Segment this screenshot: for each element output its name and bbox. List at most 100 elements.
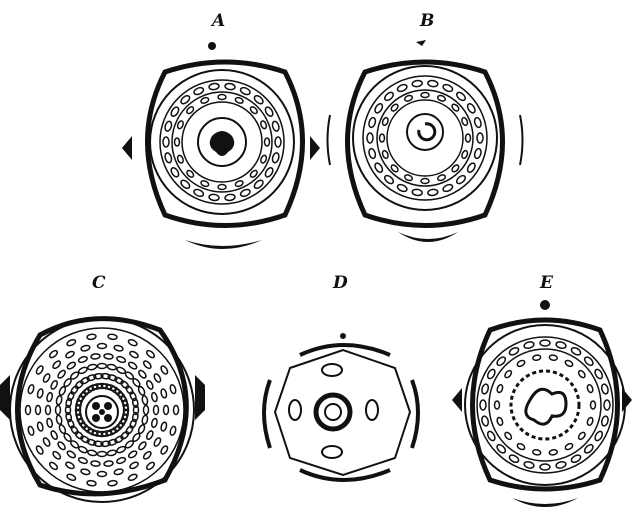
anther: [128, 339, 138, 347]
anther: [129, 350, 139, 359]
anther: [138, 441, 148, 451]
anther: [486, 430, 496, 442]
anther: [87, 480, 97, 486]
anther: [396, 83, 408, 93]
anther: [481, 415, 489, 426]
anther: [404, 174, 413, 182]
anther: [104, 353, 114, 359]
anther: [145, 430, 154, 440]
anther: [98, 452, 107, 457]
anther: [37, 422, 44, 432]
anther: [107, 364, 117, 371]
anther: [200, 180, 209, 188]
anther: [564, 359, 573, 367]
anther: [177, 120, 185, 129]
panel-e: E: [452, 273, 632, 507]
anther: [160, 365, 169, 375]
anther: [52, 450, 62, 460]
anther: [164, 406, 169, 415]
anther: [74, 430, 84, 440]
anther: [496, 417, 503, 426]
anther: [383, 174, 394, 185]
placenta: [325, 404, 341, 420]
panel-a: A: [122, 11, 320, 249]
anther: [78, 366, 88, 374]
axis-dot: [208, 42, 216, 50]
anther: [35, 445, 44, 455]
inner-whorl: [377, 90, 473, 186]
stamen-whorl: [477, 337, 613, 473]
anther: [65, 350, 75, 359]
anther: [275, 137, 281, 147]
anther: [46, 406, 51, 415]
panel-b: B: [328, 11, 523, 242]
anther: [225, 83, 236, 90]
panel-d-label: D: [332, 273, 348, 293]
anther: [516, 359, 525, 367]
anther: [455, 174, 466, 185]
anther: [209, 194, 220, 201]
anther: [142, 450, 152, 460]
anther: [153, 373, 162, 383]
anther: [442, 83, 454, 93]
anther: [125, 425, 134, 435]
anther: [128, 473, 138, 481]
panel-c: C: [0, 273, 205, 502]
anther: [78, 457, 88, 465]
anther: [481, 383, 489, 394]
anther: [57, 441, 67, 451]
anther: [65, 461, 75, 470]
anther: [87, 364, 97, 371]
anther: [98, 472, 107, 477]
anther: [461, 150, 469, 159]
anther: [137, 386, 145, 396]
anther: [604, 400, 610, 410]
anther: [27, 384, 34, 394]
anther: [174, 406, 179, 415]
anther: [129, 461, 139, 470]
anther: [169, 384, 176, 394]
calyx-outline: [348, 62, 503, 226]
petal-right: [366, 400, 378, 420]
anther: [381, 117, 389, 126]
anther: [42, 437, 51, 447]
anther: [74, 380, 84, 390]
placenta: [419, 124, 435, 140]
anther: [570, 454, 582, 464]
anther: [555, 461, 566, 469]
anther: [27, 426, 34, 436]
anther: [412, 80, 423, 87]
anther: [154, 406, 159, 415]
petal-bottom: [322, 446, 342, 458]
anther: [412, 189, 423, 196]
anther: [36, 406, 41, 415]
axis-dot: [340, 333, 346, 339]
anther: [495, 401, 500, 409]
anther: [42, 373, 51, 383]
anther: [175, 138, 180, 146]
anther: [52, 360, 62, 370]
anther: [404, 94, 413, 102]
anther: [138, 369, 148, 379]
anther: [504, 369, 513, 378]
anther: [586, 384, 593, 393]
anther: [57, 369, 67, 379]
anther: [116, 445, 126, 453]
anther: [114, 468, 124, 475]
anther: [504, 431, 513, 440]
anther: [474, 117, 483, 128]
anther: [169, 426, 176, 436]
anther: [480, 400, 486, 410]
stamen-whorl: [363, 76, 487, 200]
anther: [516, 442, 525, 450]
sepal-tip-left: [452, 388, 462, 412]
anther: [116, 356, 126, 364]
anther: [116, 457, 126, 465]
anther: [461, 117, 469, 126]
anther: [200, 97, 209, 105]
anther: [48, 349, 58, 359]
anther: [218, 95, 226, 100]
anther: [549, 449, 558, 455]
anther: [508, 346, 520, 356]
